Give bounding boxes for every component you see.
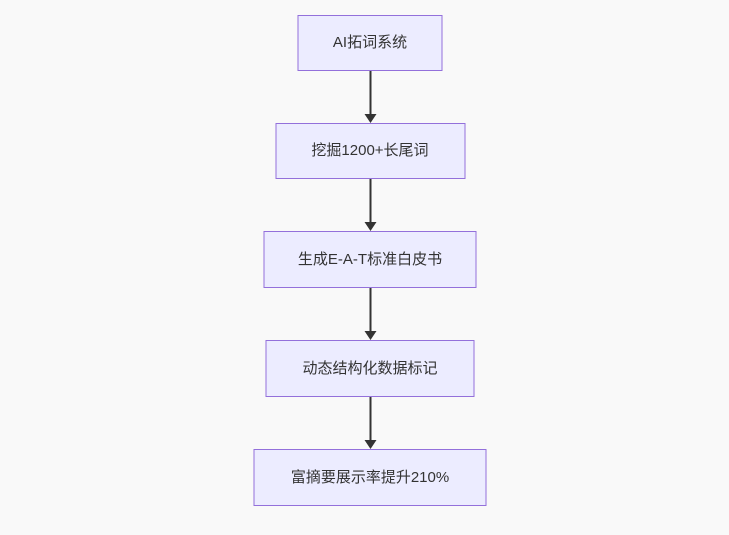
arrow-down-icon xyxy=(364,222,376,231)
flow-node-ai-system: AI拓词系统 xyxy=(297,15,443,71)
flow-node-structured-data: 动态结构化数据标记 xyxy=(265,340,475,397)
flow-edge-4 xyxy=(364,397,376,449)
flow-node-label: 挖掘1200+长尾词 xyxy=(311,142,429,159)
flow-node-eat-whitepaper: 生成E-A-T标准白皮书 xyxy=(263,231,477,288)
arrow-down-icon xyxy=(364,114,376,123)
flow-node-label: 富摘要展示率提升210% xyxy=(290,468,450,486)
flowchart-column: AI拓词系统 挖掘1200+长尾词 生成E-A-T标准白皮书 动态结构化数据标记 xyxy=(253,15,487,506)
flow-node-label: 动态结构化数据标记 xyxy=(302,359,438,377)
flow-edge-1 xyxy=(364,71,376,123)
arrow-down-icon xyxy=(364,331,376,340)
flow-node-label: 生成E-A-T标准白皮书 xyxy=(297,250,443,268)
flow-edge-2 xyxy=(364,179,376,231)
arrow-line xyxy=(369,397,371,440)
arrow-line xyxy=(369,71,371,114)
flow-node-longtail-mining: 挖掘1200+长尾词 xyxy=(275,123,465,179)
arrow-line xyxy=(369,288,371,331)
arrow-line xyxy=(369,179,371,222)
flow-node-rich-snippet-result: 富摘要展示率提升210% xyxy=(253,449,487,506)
arrow-down-icon xyxy=(364,440,376,449)
flow-node-label: AI拓词系统 xyxy=(332,34,408,51)
flow-edge-3 xyxy=(364,288,376,340)
